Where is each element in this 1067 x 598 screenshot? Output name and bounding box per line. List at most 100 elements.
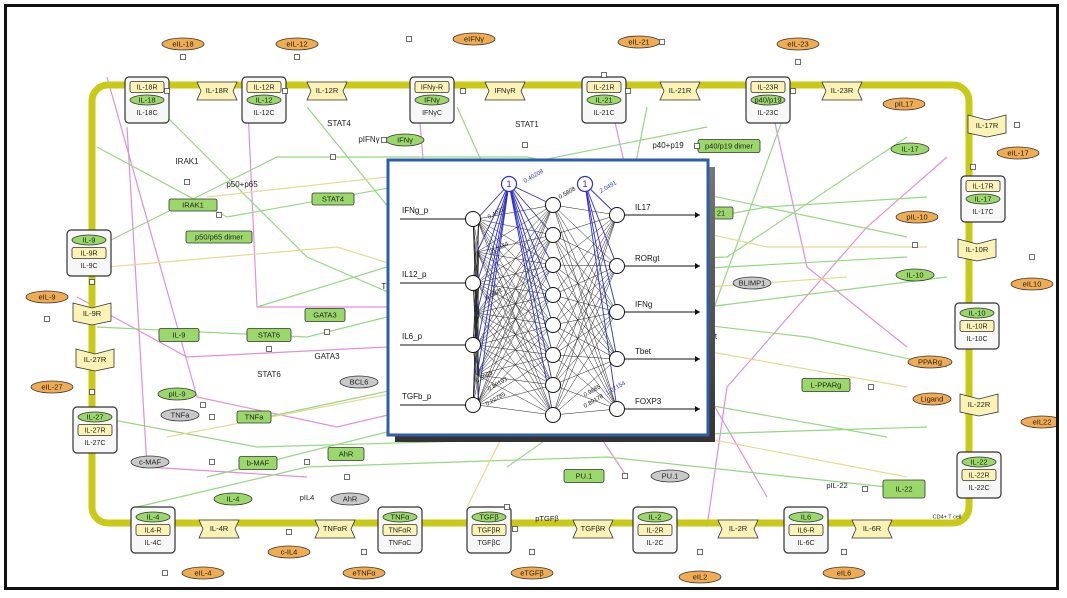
extracellular-ligand <box>907 355 953 369</box>
nn-edge <box>476 218 554 266</box>
complex-receptor-label: IL-2R <box>646 527 663 534</box>
gata3-node-label: GATA3 <box>313 310 336 319</box>
junction <box>1014 122 1020 128</box>
complex-ligand <box>414 94 450 106</box>
extracellular-ligand-label: eIL2 <box>693 572 708 581</box>
complex-receptor <box>77 424 113 436</box>
complex-name: IL-10C <box>966 336 987 343</box>
nn-output-label: FOXP3 <box>635 397 662 406</box>
nn-edge <box>552 234 618 410</box>
complex-ligand <box>129 94 165 106</box>
nn-edge <box>552 311 618 326</box>
nn-edge <box>476 264 554 314</box>
grey-node <box>732 276 772 290</box>
extracellular-ligand-label: pIL17 <box>895 99 914 108</box>
receptor-label: IL-2R <box>729 524 748 533</box>
complex-ligand <box>961 456 997 468</box>
extracellular-ligand-label: pIL-10 <box>906 212 927 221</box>
junction <box>180 54 186 60</box>
nn-edge <box>552 214 618 416</box>
nn-bias-node <box>500 175 518 193</box>
complex-receptor-label: TGFβR <box>477 527 500 534</box>
junction <box>89 279 95 285</box>
nn-edge <box>552 294 618 313</box>
nn-input-node <box>465 275 481 291</box>
nn-edge <box>476 204 554 406</box>
junction <box>529 549 535 555</box>
extracellular-ligand <box>510 566 554 580</box>
extracellular-ligand-label: eIL6 <box>837 568 852 577</box>
stat1-text: STAT1 <box>515 120 539 129</box>
extracellular-ligand <box>25 290 69 304</box>
junction <box>162 570 168 576</box>
nn-hidden-node <box>545 347 561 363</box>
nn-bias-edge <box>508 183 554 386</box>
nn-output-label: Tbet <box>635 347 652 356</box>
complex-name: IL-27C <box>84 440 105 447</box>
cell-caption: CD4+ T cell <box>933 514 962 520</box>
nn-output-node <box>609 351 625 367</box>
tb-text: Tb <box>381 282 391 291</box>
extracellular-ligand-label: eIL10 <box>1023 279 1042 288</box>
nn-bias-edge <box>584 183 618 313</box>
nn-edge <box>552 264 618 360</box>
nn-arrowhead <box>695 212 700 218</box>
nn-input-node <box>465 397 481 413</box>
extracellular-ligand <box>452 32 496 46</box>
receptor-label: IL-18R <box>206 86 229 95</box>
nn-hidden-node <box>545 197 561 213</box>
junction <box>912 242 918 248</box>
nn-edge <box>552 214 618 296</box>
junction <box>406 36 412 42</box>
stat6-text: STAT6 <box>257 370 281 379</box>
grey-node <box>339 375 379 389</box>
stat6-node <box>246 328 292 342</box>
nn-edge <box>552 294 618 360</box>
complex-ligand-label: IL-18 <box>138 95 155 104</box>
nn-input-node <box>465 337 481 353</box>
pu1-node-label: PU.1 <box>576 471 593 480</box>
nn-edge <box>472 218 480 284</box>
complex-receptor-label: IL-23R <box>757 84 778 91</box>
pu1-node <box>563 469 605 483</box>
nn-bias-edge <box>476 183 510 284</box>
neural-network-inset: IFNg_pIL12_pIL6_pTGFb_pIL17RORgtIFNgTbet… <box>386 158 715 442</box>
receptor-label: IL-17R <box>976 121 999 130</box>
nn-edge <box>552 358 618 386</box>
nn-arrowhead <box>695 356 700 362</box>
intracellular-node <box>213 492 253 506</box>
receptor <box>198 519 240 539</box>
complex-name: IL-22C <box>968 485 989 492</box>
complex-receptor <box>135 524 171 536</box>
nn-edge <box>552 265 618 386</box>
complex-name: TGFβC <box>477 540 500 547</box>
complex-name: IFNγC <box>422 110 442 117</box>
nn-edge <box>552 324 618 410</box>
extracellular-ligand-label: eIL22 <box>1033 417 1052 426</box>
nn-edge <box>472 344 480 406</box>
junction <box>504 504 510 510</box>
nn-edge <box>476 204 554 314</box>
junction <box>381 137 387 143</box>
pifng-text: pIFNγ <box>358 135 379 144</box>
il22-node-label: IL-22 <box>895 484 912 493</box>
junction <box>216 212 222 218</box>
nn-bias-edge <box>476 183 510 406</box>
complex-ligand-label: IL-9 <box>83 235 96 244</box>
complex-ligand-label: TNFα <box>391 512 411 521</box>
grey-node <box>650 469 690 483</box>
junction <box>200 402 206 408</box>
receptor <box>659 81 701 101</box>
nn-hidden-node <box>545 287 561 303</box>
nn-output-node <box>609 304 625 320</box>
nn-output-label: IFNg <box>635 300 652 309</box>
junction <box>89 389 95 395</box>
nn-edge <box>552 408 618 416</box>
nn-bias-edge <box>508 183 554 296</box>
receptor <box>196 81 238 101</box>
il22-node <box>882 479 926 499</box>
complex-receptor <box>382 524 418 536</box>
extracellular-ligand <box>822 566 866 580</box>
junction <box>44 316 50 322</box>
